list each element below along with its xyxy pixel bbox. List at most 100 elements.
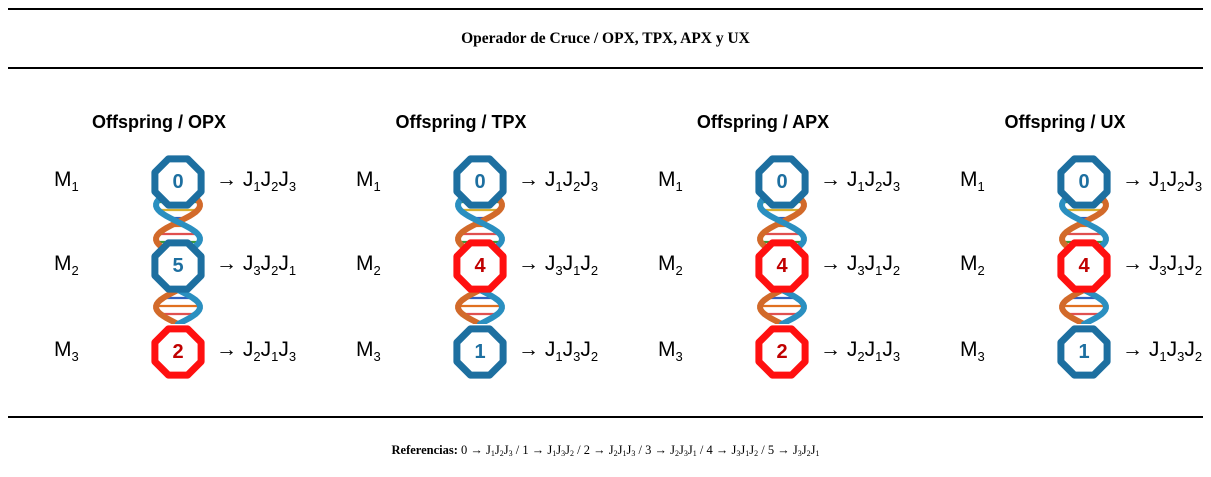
job-index: 2	[573, 179, 581, 194]
machine-letter: M	[356, 168, 374, 191]
job-sequence: → J1J2J3	[518, 168, 599, 194]
job-sequence: → J3J2J1	[216, 252, 297, 278]
reference-key: 2	[583, 443, 591, 457]
machine-label: M3	[356, 338, 381, 364]
job-index: 2	[590, 349, 599, 364]
job-index: 1	[815, 449, 820, 458]
machine-letter: M	[54, 252, 72, 275]
title-rule	[8, 67, 1203, 69]
job-index: 2	[1194, 349, 1203, 364]
job-index: 3	[736, 449, 741, 458]
machine-label: M2	[658, 252, 683, 278]
machine-letter: M	[54, 338, 72, 361]
job-index: 1	[857, 179, 865, 194]
job-sequence: → J1J2J3	[1122, 168, 1203, 194]
octagon-icon	[148, 152, 208, 212]
job-index: 3	[892, 179, 901, 194]
panel-title: Offspring / OPX	[91, 112, 226, 132]
octagon-icon	[752, 236, 812, 296]
references-label: Referencias:	[391, 443, 458, 457]
job-index: 1	[875, 349, 883, 364]
job-index: 3	[683, 449, 688, 458]
job-index: 2	[499, 449, 504, 458]
job-index: 1	[1159, 349, 1167, 364]
reference-item: 5 → J3J2J1	[767, 443, 820, 458]
machine-label: M1	[658, 168, 683, 194]
machine-index: 3	[71, 349, 79, 364]
reference-item: 4 → J3J1J2	[706, 443, 759, 458]
job-sequence: → J3J1J2	[820, 252, 901, 278]
machine-index: 3	[675, 349, 683, 364]
job-index: 3	[573, 349, 581, 364]
job-index: 1	[692, 449, 697, 458]
machine-label: M3	[960, 338, 985, 364]
chromosome-gene-value: 4	[776, 255, 788, 277]
job-sequence: → J2J1J3	[820, 338, 901, 364]
machine-index: 1	[675, 179, 683, 194]
machine-label: M3	[658, 338, 683, 364]
octagon-icon	[148, 322, 208, 382]
machine-letter: M	[54, 168, 72, 191]
reference-key: 4	[706, 443, 713, 457]
octagon-icon	[450, 236, 510, 296]
job-sequence: → J2J1J3	[216, 338, 297, 364]
machine-letter: M	[960, 168, 978, 191]
machine-index: 2	[373, 263, 381, 278]
job-index: 2	[892, 263, 901, 278]
job-index: 3	[631, 449, 636, 458]
chromosome-gene-value: 0	[776, 171, 788, 193]
reference-key: 5	[767, 443, 775, 457]
chromosome-gene-value: 2	[776, 341, 788, 363]
job-sequence: → J3J1J2	[518, 252, 599, 278]
job-index: 1	[271, 349, 279, 364]
machine-letter: M	[356, 338, 374, 361]
job-index: 3	[555, 263, 563, 278]
octagon-icon	[1054, 322, 1114, 382]
job-index: 1	[555, 179, 563, 194]
chromosome-gene-value: 2	[172, 341, 184, 363]
machine-index: 1	[977, 179, 985, 194]
reference-item: 3 → J2J3J1	[645, 443, 697, 458]
chromosome-gene-value: 4	[1078, 255, 1090, 277]
machine-letter: M	[658, 338, 676, 361]
job-index: 1	[253, 179, 261, 194]
job-index: 3	[590, 179, 599, 194]
machine-letter: M	[658, 252, 676, 275]
octagon-icon	[450, 322, 510, 382]
job-index: 2	[754, 449, 759, 458]
chromosome-gene-value: 0	[474, 171, 486, 193]
job-index: 2	[271, 179, 279, 194]
job-index: 3	[892, 349, 901, 364]
job-index: 1	[875, 263, 883, 278]
job-index: 3	[288, 179, 297, 194]
job-index: 2	[1177, 179, 1185, 194]
job-index: 1	[490, 449, 495, 458]
machine-label: M1	[54, 168, 79, 194]
machine-index: 3	[977, 349, 985, 364]
chromosome-gene-value: 1	[474, 341, 486, 363]
machine-index: 1	[71, 179, 79, 194]
job-index: 1	[1159, 179, 1167, 194]
reference-item: 2 → J2J1J3	[583, 443, 636, 458]
octagon-icon	[1054, 236, 1114, 296]
machine-index: 2	[675, 263, 683, 278]
job-index: 1	[288, 263, 297, 278]
machine-index: 2	[977, 263, 985, 278]
octagon-icon	[148, 236, 208, 296]
machine-label: M2	[960, 252, 985, 278]
panel-title: Offspring / APX	[696, 112, 830, 132]
machine-index: 2	[71, 263, 79, 278]
reference-item: 1 → J1J3J2	[522, 443, 575, 458]
